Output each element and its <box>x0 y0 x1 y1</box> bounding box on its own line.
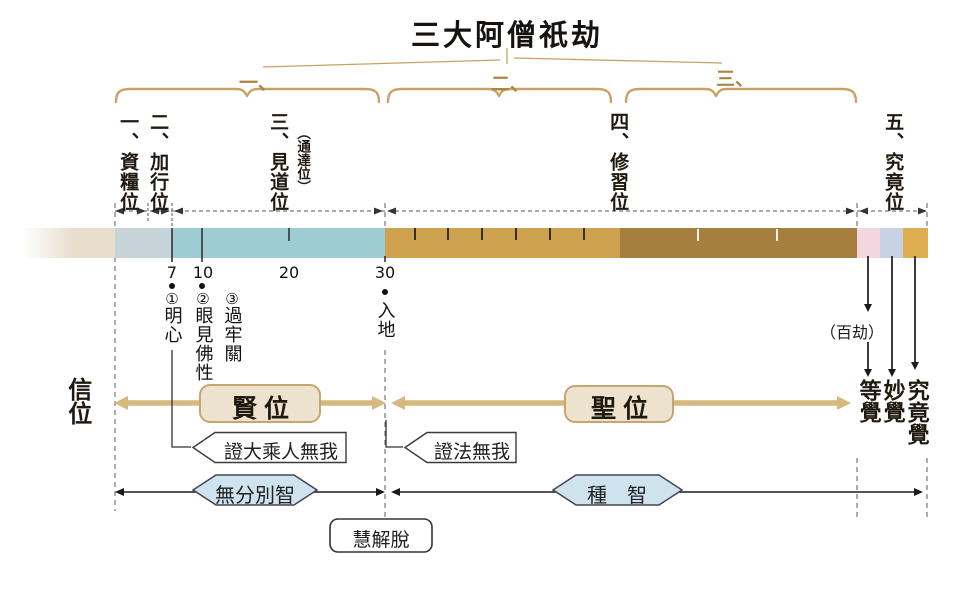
bar-segment-preparation <box>115 228 172 258</box>
guide-lines <box>114 203 928 520</box>
badge-3-icon: ③ <box>225 290 239 308</box>
brace-3 <box>624 87 858 104</box>
final-stage-jiujingjue: 究竟覺 <box>903 379 930 445</box>
stage-label-provisions: 一、資糧位 <box>117 112 140 212</box>
final-stage-arrows <box>867 256 916 369</box>
final-stage-miaojue: 妙覺 <box>879 379 906 423</box>
stage-label-ultimate: 五、究竟位 <box>882 112 905 212</box>
diagram-title: 三大阿僧祇劫 <box>410 18 604 52</box>
marker-label-barrier: 過牢關 <box>221 306 243 363</box>
liberation-label: 慧解脫 <box>352 529 410 551</box>
marker-label-mingxin: 明心 <box>161 306 183 344</box>
callout-connectors <box>171 350 403 448</box>
brace-1 <box>114 87 381 104</box>
human-no-self-bubble <box>191 431 347 464</box>
stage-dimension-line <box>115 203 927 227</box>
timeline-bar <box>22 228 928 262</box>
bar-segment-cultivation-1 <box>385 228 620 258</box>
dharma-no-self-bubble <box>403 431 517 464</box>
stage-label-seeing: 三、見道位 <box>267 112 290 212</box>
tick-label-30: 30 <box>374 263 396 282</box>
bar-segment-end <box>903 228 928 258</box>
faith-stage-label: 信位 <box>63 377 93 425</box>
bar-segment-seeing <box>172 228 385 258</box>
cultivation-ticks-white <box>697 229 778 241</box>
marker-label-buddha-nature: 眼見佛性 <box>192 306 214 382</box>
tick-label-10: 10 <box>192 263 214 282</box>
marker-label-entering-ground: 入地 <box>374 301 396 339</box>
stage-label-seeing-sub: （通達位） <box>294 126 311 194</box>
brace-label-1: 一、 <box>238 72 278 94</box>
seed-wisdom-hex <box>551 474 684 506</box>
seed-wisdom-label: 種 智 <box>587 483 647 507</box>
holy-stage-label: 聖位 <box>590 394 656 423</box>
bar-segment-faith <box>22 228 115 258</box>
non-discriminating-wisdom-label: 無分別智 <box>215 483 295 507</box>
sage-stage-box <box>199 384 321 423</box>
title-fan-lines <box>262 48 723 68</box>
badge-1-icon: ① <box>165 290 179 308</box>
hundred-kalpa-label: （百劫） <box>819 323 885 342</box>
bar-segment-lavender <box>880 228 903 258</box>
brace-2 <box>386 87 613 104</box>
final-stage-dengjue: 等覺 <box>855 379 882 423</box>
brace-label-3: 三、 <box>715 68 755 90</box>
dharma-no-self-label: 證法無我 <box>433 441 511 463</box>
stage-label-cultivation: 四、修習位 <box>607 112 630 212</box>
bar-segment-pink <box>857 228 880 258</box>
marker-dots <box>169 283 388 295</box>
liberation-box <box>329 518 433 553</box>
cultivation-ticks-dark <box>414 228 585 240</box>
brace-label-2: 二、 <box>490 73 530 95</box>
kalpa-braces <box>114 87 858 104</box>
tick-label-7: 7 <box>166 263 178 282</box>
badge-2-icon: ② <box>196 290 210 308</box>
stage-label-preparation: 二、加行位 <box>147 112 170 212</box>
tick-label-20: 20 <box>278 263 300 282</box>
non-discriminating-wisdom-hex <box>191 474 319 506</box>
human-no-self-label: 證大乘人無我 <box>223 441 339 463</box>
sage-stage-label: 賢位 <box>231 394 297 423</box>
holy-stage-box <box>564 385 674 423</box>
bar-segment-cultivation-2 <box>620 228 857 258</box>
final-stage-arrowheads <box>864 304 919 377</box>
